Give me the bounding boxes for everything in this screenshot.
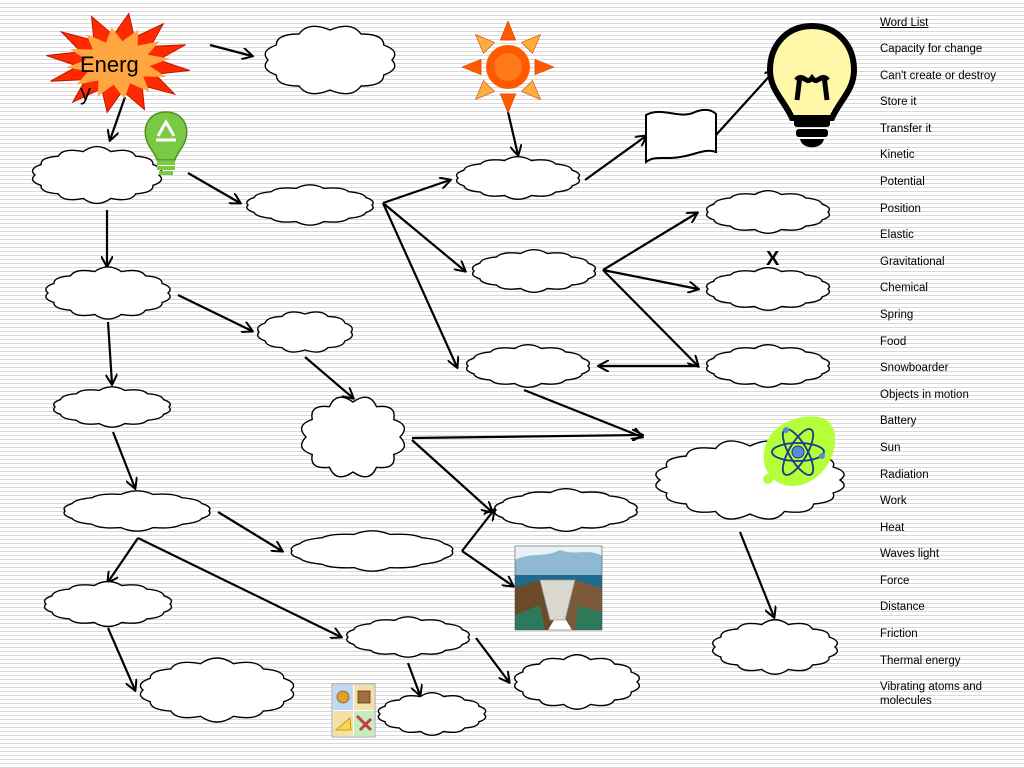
arrow [217,511,282,551]
food-picture [331,683,376,738]
arrow [411,435,642,438]
arrow [110,96,127,140]
arrows [106,43,775,695]
word-list-item: Snowboarder [880,362,949,375]
arrow [738,531,774,617]
concept-cloud [63,490,211,532]
arrow [602,268,698,289]
flag-icon [645,108,717,165]
arrow [137,537,341,637]
concept-cloud [43,580,173,628]
concept-cloud [471,249,597,293]
concept-cloud [494,488,638,532]
energy-label-line1: Energ [80,52,139,77]
word-list-item: Heat [880,521,905,534]
atom-icon [763,416,836,486]
concept-cloud [45,266,171,320]
arrow [523,388,642,437]
concept-cloud [290,530,454,572]
word-list-item: Store it [880,96,917,109]
word-list-item: Waves light [880,548,940,561]
word-list-item: Chemical [880,282,928,295]
arrow [382,202,465,271]
arrow [177,294,252,331]
word-list-item: Capacity for change [880,43,983,55]
word-list-item: Spring [880,308,914,321]
arrow [602,269,698,366]
word-list-item: Radiation [880,468,929,481]
word-list-item: Transfer it [880,122,932,135]
arrow [475,637,509,682]
word-list-title: Word List [880,17,929,29]
arrow [602,213,697,271]
concept-cloud [264,25,396,95]
lightbulb-icon [766,22,858,148]
word-list-item: Force [880,574,910,587]
arrow [381,202,457,367]
arrow [411,439,492,512]
concept-cloud [31,145,163,205]
word-list-item: Position [880,202,921,215]
word-list-item: Kinetic [880,149,915,162]
arrow [106,627,135,690]
concept-cloud [711,619,839,675]
arrow [382,180,450,205]
energy-starburst-icon [46,12,190,114]
concept-cloud [346,616,470,658]
concept-cloud [455,156,581,200]
word-list-item: Food [880,335,907,348]
concept-cloud [246,184,374,226]
word-list-item: Distance [880,601,925,614]
concept-cloud [705,344,831,388]
word-list-item: Can't create or destroy [880,69,996,82]
concept-cloud [705,267,831,311]
energy-label-line2: y [80,80,91,105]
x-mark: X [766,248,780,270]
concept-cloud [465,344,591,388]
arrow [506,111,518,155]
arrow [406,662,420,695]
arrow [108,537,139,582]
dam-picture [514,545,603,631]
word-list-item: Thermal energy [880,654,961,667]
arrow [111,431,135,488]
sun-icon [461,20,555,114]
word-list-item: Vibrating atoms and molecules [880,681,983,708]
concept-cloud [257,311,353,353]
arrow [187,172,240,203]
word-list-item: Battery [880,415,917,428]
concept-cloud [139,657,295,723]
concept-cloud [300,396,406,478]
word-list-item: Gravitational [880,255,945,268]
arrow [461,550,513,586]
recycle-bulb-icon [144,111,188,175]
arrow [584,136,646,181]
word-list-item: Friction [880,628,918,641]
word-list-item: Objects in motion [880,388,969,401]
arrow [209,43,252,56]
word-list-item: Elastic [880,229,914,242]
concept-cloud [705,190,831,234]
arrow [461,510,494,552]
word-list-item: Sun [880,441,901,454]
concept-cloud [513,654,641,710]
word-list-item: Potential [880,175,925,188]
arrow [108,321,112,384]
arrow [715,70,775,136]
concept-cloud [53,386,171,428]
clouds [31,25,845,736]
word-list-item: Work [880,495,907,508]
arrow [304,356,353,398]
concept-cloud [377,692,487,736]
